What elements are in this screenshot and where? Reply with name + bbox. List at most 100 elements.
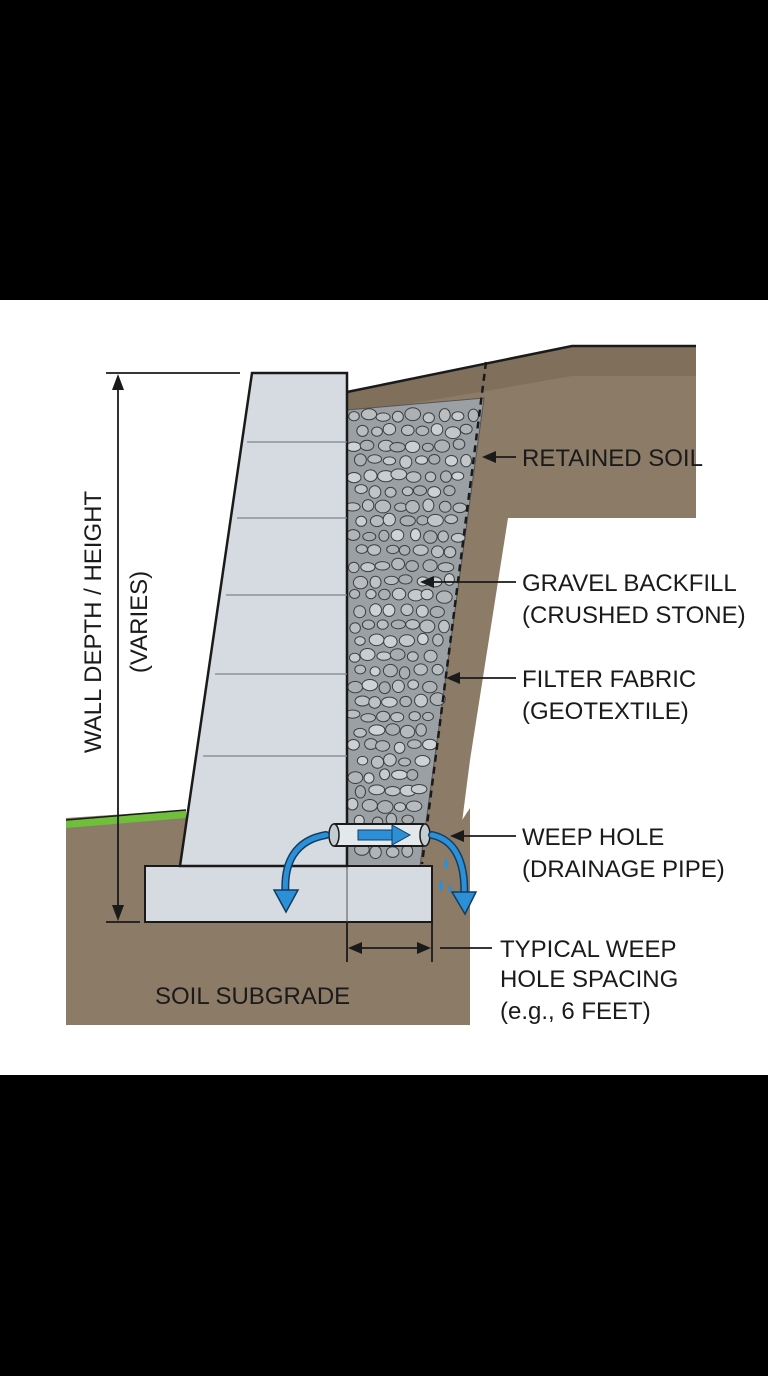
gravel-stone bbox=[423, 530, 438, 544]
gravel-stone bbox=[406, 651, 419, 662]
gravel-stone bbox=[374, 561, 391, 571]
spacing-dimension bbox=[346, 922, 492, 962]
gravel-stone bbox=[393, 741, 406, 754]
gravel-stone bbox=[376, 800, 394, 814]
gravel-stone bbox=[345, 441, 362, 452]
gravel-stone bbox=[391, 587, 407, 601]
gravel-stone bbox=[361, 679, 379, 692]
flow-arrow-in-pipe bbox=[357, 824, 412, 846]
gravel-stone bbox=[438, 619, 450, 634]
gravel-stone bbox=[386, 846, 400, 858]
gravel-stone bbox=[443, 546, 457, 559]
spacing-label-line2: HOLE SPACING bbox=[500, 966, 678, 993]
gravel-stone bbox=[378, 681, 391, 695]
gravel-stone bbox=[356, 755, 369, 766]
leader-retained-soil bbox=[482, 451, 516, 463]
gravel-stone bbox=[391, 769, 408, 780]
gravel-stone bbox=[427, 513, 444, 527]
gravel-stone bbox=[389, 442, 406, 453]
gravel-stone bbox=[347, 680, 364, 694]
gravel-stone bbox=[412, 544, 429, 556]
gravel-stone bbox=[348, 652, 361, 663]
gravel-stone bbox=[379, 768, 391, 781]
gravel-stone bbox=[405, 800, 423, 812]
gravel-stone bbox=[354, 664, 367, 675]
subgrade-label: SOIL SUBGRADE bbox=[155, 983, 350, 1010]
gravel-stone bbox=[378, 588, 391, 601]
gravel-stone bbox=[414, 693, 428, 708]
gravel-stone bbox=[435, 590, 453, 604]
retained-soil-surface bbox=[347, 346, 696, 414]
gravel-stone bbox=[405, 440, 421, 453]
gravel-stone bbox=[427, 486, 442, 498]
gravel-stone bbox=[460, 454, 473, 468]
gravel-stone bbox=[364, 738, 378, 750]
gravel-stone bbox=[419, 619, 436, 634]
gravel-label-line2: (CRUSHED STONE) bbox=[522, 602, 746, 629]
weep-label-line2: (DRAINAGE PIPE) bbox=[522, 856, 725, 883]
gravel-stone bbox=[382, 512, 396, 527]
leader-gravel bbox=[420, 576, 516, 588]
gravel-stone bbox=[415, 604, 429, 618]
gravel-stone bbox=[360, 562, 376, 573]
gravel-stone bbox=[401, 424, 415, 436]
gravel-stone bbox=[383, 635, 398, 648]
gravel-stone bbox=[415, 723, 427, 737]
filter-label-line1: FILTER FABRIC bbox=[522, 666, 696, 693]
wall-block-joints bbox=[203, 441, 347, 757]
gravel-stone bbox=[359, 439, 375, 451]
water-drops bbox=[439, 858, 452, 893]
gravel-stone bbox=[368, 784, 386, 796]
gravel-stone bbox=[378, 529, 390, 542]
gravel-stone bbox=[361, 799, 378, 812]
gravel-label-line1: GRAVEL BACKFILL bbox=[522, 570, 737, 597]
gravel-stone bbox=[346, 529, 361, 541]
gravel-stone bbox=[376, 710, 391, 723]
gravel-stone bbox=[452, 502, 468, 514]
gravel-stone bbox=[368, 633, 385, 647]
gravel-stone bbox=[429, 606, 445, 618]
gravel-stone bbox=[413, 663, 428, 676]
gravel-stone bbox=[354, 785, 366, 799]
gravel-stone bbox=[375, 412, 391, 422]
gravel-stone bbox=[417, 632, 429, 646]
gravel-stone bbox=[451, 411, 465, 422]
gravel-stone bbox=[381, 696, 398, 708]
gravel-stone bbox=[363, 772, 375, 784]
gravel-stone bbox=[410, 784, 428, 795]
gravel-stone bbox=[368, 485, 382, 499]
gravel-stone bbox=[428, 454, 441, 465]
gravel-stone bbox=[398, 634, 415, 647]
gravel-stone bbox=[405, 471, 422, 483]
gravel-stone bbox=[384, 575, 399, 586]
gravel-stone bbox=[352, 575, 369, 590]
gravel-stone bbox=[385, 723, 401, 736]
gravel-stone bbox=[414, 755, 431, 767]
left-ground-line bbox=[65, 809, 187, 821]
gravel-stone bbox=[408, 711, 421, 722]
gravel-stone bbox=[399, 695, 413, 708]
gravel-stone bbox=[459, 423, 473, 435]
gravel-stone bbox=[393, 802, 407, 812]
gravel-stone bbox=[440, 470, 452, 483]
gravel-stone bbox=[390, 529, 405, 542]
gravel-stone bbox=[399, 724, 416, 739]
gravel-stone bbox=[423, 649, 438, 663]
gravel-stone bbox=[399, 515, 416, 527]
wall-height-sublabel: (VARIES) bbox=[126, 571, 153, 673]
gravel-stone bbox=[424, 471, 437, 483]
gravel-stone bbox=[360, 408, 378, 421]
gravel-stone bbox=[391, 679, 405, 693]
gravel-stone bbox=[391, 410, 404, 423]
gravel-stone bbox=[430, 423, 444, 436]
gravel-stone bbox=[354, 695, 371, 707]
gravel-stone bbox=[401, 814, 415, 825]
water-arrow-left bbox=[272, 831, 330, 914]
gravel-stone bbox=[413, 485, 427, 496]
gravel-stone bbox=[363, 469, 378, 483]
gravel-stone bbox=[360, 713, 377, 723]
gravel-stone bbox=[354, 453, 367, 467]
gravel-stone bbox=[399, 455, 413, 469]
gravel-stone bbox=[415, 425, 430, 436]
gravel-stone bbox=[348, 561, 360, 574]
